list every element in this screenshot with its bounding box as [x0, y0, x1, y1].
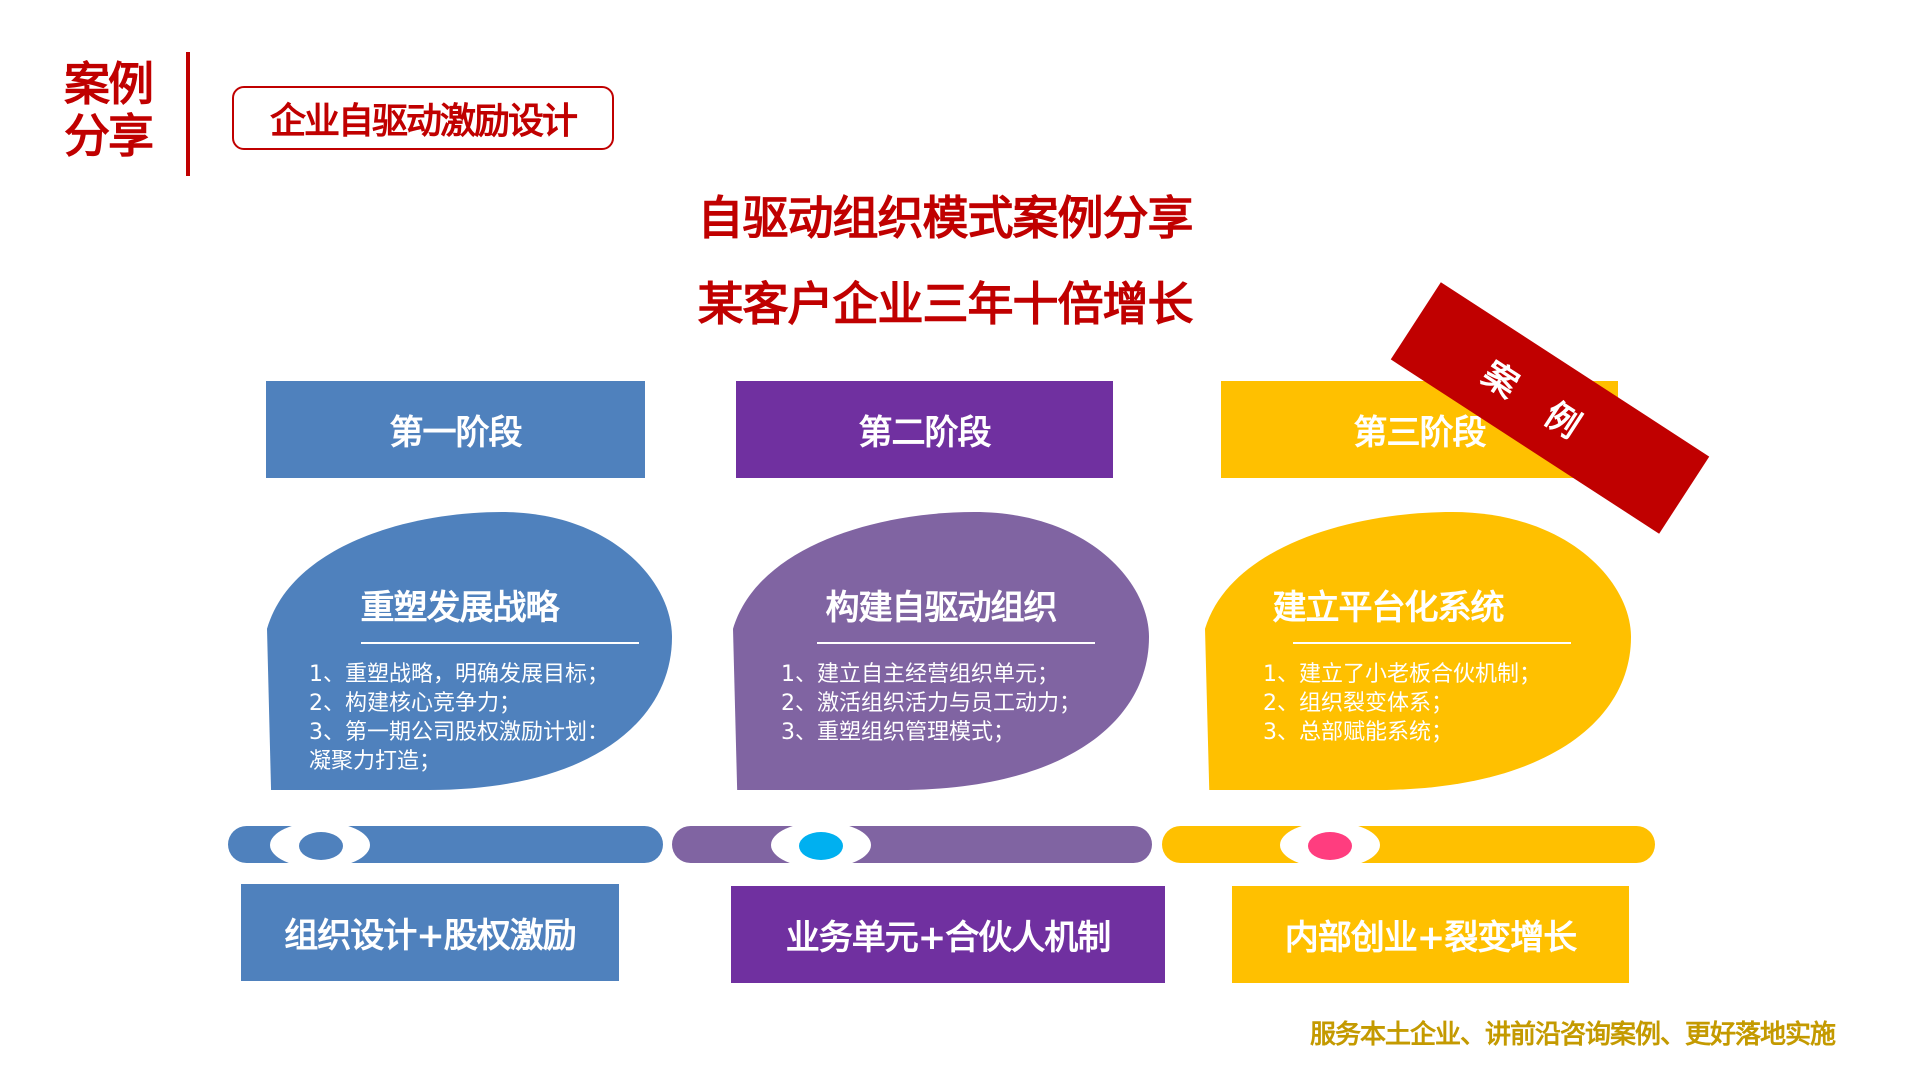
timeline-segment-2: [672, 826, 1152, 863]
stage-1-heading: 重塑发展战略: [360, 588, 560, 628]
stage-3-summary: 内部创业+裂变增长: [1232, 886, 1629, 983]
tag-line-1: 案例: [64, 57, 154, 111]
stage-2-heading: 构建自驱动组织: [825, 588, 1058, 628]
footer-slogan: 服务本土企业、讲前沿咨询案例、更好落地实施: [1309, 1020, 1836, 1050]
list-item: 3、第一期公司股权激励计划：: [309, 720, 609, 745]
stage-2-bubble: 构建自驱动组织 1、建立自主经营组织单元； 2、激活组织活力与员工动力； 3、重…: [733, 512, 1149, 790]
stage-3-heading: 建立平台化系统: [1272, 588, 1505, 628]
list-item: 2、构建核心竞争力；: [309, 691, 521, 716]
case-share-tag: 案例 分享: [64, 58, 174, 162]
divider: [186, 52, 190, 176]
list-item: 1、建立自主经营组织单元；: [781, 662, 1059, 687]
list-item: 3、总部赋能系统；: [1263, 720, 1453, 745]
stage-3-bubble: 建立平台化系统 1、建立了小老板合伙机制； 2、组织裂变体系； 3、总部赋能系统…: [1205, 512, 1631, 790]
heading-rule: [1293, 642, 1571, 644]
stage-2-summary: 业务单元+合伙人机制: [731, 886, 1165, 983]
tag-line-2: 分享: [64, 109, 154, 163]
list-item: 凝聚力打造；: [309, 749, 442, 774]
list-item: 1、建立了小老板合伙机制；: [1263, 662, 1541, 687]
list-item: 1、重塑战略，明确发展目标；: [309, 662, 609, 687]
timeline-dot-1: [299, 832, 343, 860]
stage-1-header: 第一阶段: [266, 381, 645, 478]
list-item: 2、组织裂变体系；: [1263, 691, 1453, 716]
heading-rule: [361, 642, 639, 644]
heading-rule: [817, 642, 1095, 644]
main-title: 自驱动组织模式案例分享: [697, 191, 1194, 245]
sub-title: 某客户企业三年十倍增长: [697, 277, 1194, 331]
timeline-dot-3: [1308, 832, 1352, 860]
list-item: 3、重塑组织管理模式；: [781, 720, 1015, 745]
stage-2-header: 第二阶段: [736, 381, 1113, 478]
timeline-segment-3: [1162, 826, 1655, 863]
list-item: 2、激活组织活力与员工动力；: [781, 691, 1081, 716]
section-title: 企业自驱动激励设计: [232, 86, 614, 150]
stage-1-summary: 组织设计+股权激励: [241, 884, 619, 981]
timeline-dot-2: [799, 832, 843, 860]
stage-1-bubble: 重塑发展战略 1、重塑战略，明确发展目标； 2、构建核心竞争力； 3、第一期公司…: [267, 512, 672, 790]
